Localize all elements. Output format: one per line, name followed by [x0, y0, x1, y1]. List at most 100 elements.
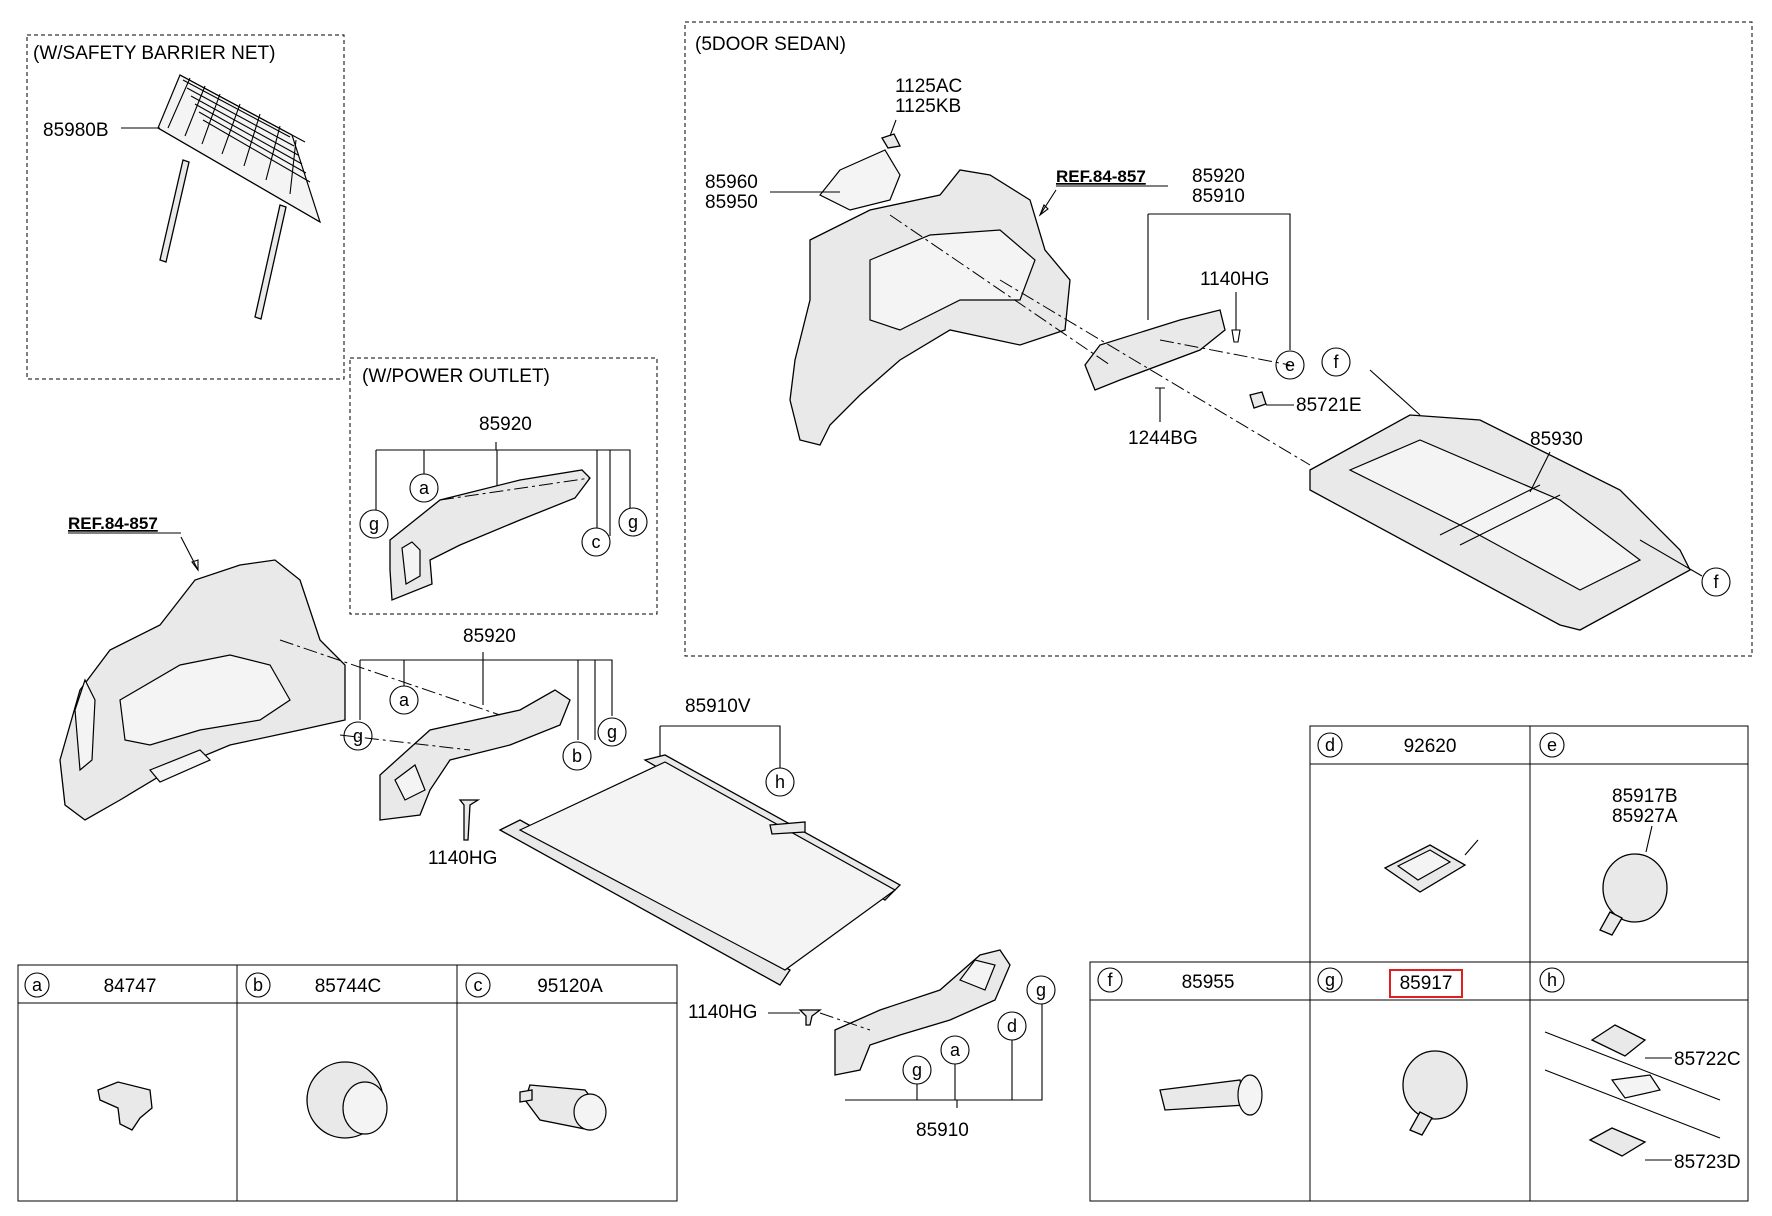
svg-text:f: f	[1713, 572, 1719, 592]
svg-text:d: d	[1007, 1016, 1017, 1036]
net-strap-right	[254, 204, 287, 320]
sedan-frame	[684, 21, 1753, 657]
label-85980B: 85980B	[43, 120, 109, 141]
table-letter-c: c	[474, 975, 483, 995]
table-part-c: 95120A	[537, 976, 603, 997]
highlight-85917-box	[1389, 969, 1463, 998]
callout-sedan-f2	[1701, 567, 1731, 597]
callout-main-g2	[597, 717, 627, 747]
table-e-part1: 85917B	[1612, 786, 1678, 807]
svg-text:g: g	[628, 512, 638, 532]
label-bottom-85910: 85910	[916, 1120, 969, 1141]
main-assembly-group: REF.84-857 85920 a g b g 1140HG 85910V h	[59, 514, 902, 986]
callout-bottom-g2	[1026, 975, 1056, 1005]
table-letter-a: a	[32, 975, 43, 995]
label-sedan-85910: 85910	[1192, 186, 1245, 207]
net-mesh	[167, 77, 311, 195]
callout-sedan-f1	[1321, 347, 1351, 377]
clip-84747-part	[97, 1081, 153, 1131]
table-part-g: 85917	[1400, 973, 1453, 994]
safety-net-caption: (W/SAFETY BARRIER NET)	[33, 43, 275, 64]
label-85960: 85960	[705, 172, 758, 193]
table-cell-a: a 84747	[24, 972, 157, 1131]
bolt-1140HG	[458, 799, 481, 841]
svg-text:h: h	[775, 772, 785, 792]
label-85930: 85930	[1530, 429, 1583, 450]
label-1244BG: 1244BG	[1128, 428, 1198, 449]
svg-text:g: g	[607, 722, 617, 742]
callout-po-g1	[359, 509, 389, 539]
cap-85917-part	[1402, 1050, 1468, 1120]
callout-po-g2	[618, 507, 648, 537]
svg-text:g: g	[1036, 980, 1046, 1000]
main-upper-trim	[379, 689, 571, 821]
callout-po-c	[581, 527, 611, 557]
table-letter-e: e	[1547, 735, 1557, 755]
label-sedan-1140HG: 1140HG	[1200, 269, 1269, 290]
svg-text:a: a	[399, 690, 410, 710]
table-cell-d: d 92620	[1317, 732, 1479, 893]
sedan-upper-trim	[1084, 309, 1226, 391]
table-letter-g: g	[1325, 970, 1335, 990]
table-part-f: 85955	[1182, 972, 1235, 993]
label-85910V: 85910V	[685, 696, 751, 717]
svg-text:b: b	[572, 746, 582, 766]
callout-main-g1	[343, 721, 373, 751]
table-letter-d: d	[1325, 735, 1335, 755]
label-sedan-85920: 85920	[1192, 166, 1245, 187]
table-dh: d 92620 e 85917B 85927A f 85955 g 8591	[1089, 725, 1749, 1202]
pin-85955-part	[1159, 1079, 1246, 1111]
table-h-part1: 85722C	[1674, 1049, 1741, 1070]
power-outlet-caption: (W/POWER OUTLET)	[362, 366, 550, 387]
table-h-part2: 85723D	[1674, 1152, 1741, 1173]
sedan-ref: REF.84-857	[1056, 167, 1146, 186]
label-main-1140HG: 1140HG	[428, 848, 497, 869]
callout-po-a	[409, 473, 439, 503]
sedan-bracket-part	[819, 149, 901, 211]
table-cell-g: g 85917	[1317, 967, 1468, 1136]
bezel-85723D-part	[1588, 1127, 1647, 1157]
table-cell-f: f 85955	[1097, 967, 1263, 1116]
table-abc: a 84747 b 85744C c 95120A	[17, 964, 678, 1202]
label-85721E: 85721E	[1296, 395, 1362, 416]
callout-main-a	[389, 685, 419, 715]
label-main-85920: 85920	[463, 626, 516, 647]
safety-net-group: (W/SAFETY BARRIER NET) 85980B	[26, 34, 345, 380]
svg-text:g: g	[369, 514, 379, 534]
svg-text:g: g	[353, 726, 363, 746]
label-bottom-1140HG: 1140HG	[688, 1002, 757, 1023]
safety-net-frame	[26, 34, 345, 380]
svg-text:a: a	[419, 478, 430, 498]
table-letter-f: f	[1107, 970, 1113, 990]
clip-85721E	[1249, 391, 1267, 409]
table-letter-h: h	[1547, 970, 1557, 990]
sedan-caption: (5DOOR SEDAN)	[695, 34, 846, 55]
table-cell-e: e 85917B 85927A	[1539, 732, 1678, 936]
po-trim-part	[389, 469, 591, 601]
svg-text:g: g	[912, 1060, 922, 1080]
cap-85917B-part	[1602, 853, 1668, 923]
label-85950: 85950	[705, 192, 758, 213]
svg-text:a: a	[950, 1040, 961, 1060]
label-po-85920: 85920	[479, 414, 532, 435]
table-cell-b: b 85744C	[245, 972, 388, 1139]
sedan-group: (5DOOR SEDAN) 1125AC 1125KB 85960 85950 …	[684, 21, 1753, 657]
callout-main-h	[765, 767, 795, 797]
label-1125AC: 1125AC	[895, 76, 962, 97]
power-outlet-group: (W/POWER OUTLET) 85920 a g c g	[349, 357, 658, 615]
callout-main-b	[562, 741, 592, 771]
net-strap-left	[159, 159, 190, 263]
power-outlet-frame	[349, 357, 658, 615]
bezel-85722C-part	[1590, 1024, 1647, 1057]
label-1125KB: 1125KB	[895, 96, 961, 117]
table-part-d: 92620	[1404, 736, 1457, 757]
bolt-lower-1140HG	[798, 1009, 822, 1026]
table-letter-b: b	[253, 975, 263, 995]
left-ref: REF.84-857	[68, 514, 158, 533]
lower-trim-group: 1140HG g d a g 85910	[688, 949, 1056, 1141]
table-part-a: 84747	[104, 976, 157, 997]
svg-text:f: f	[1333, 352, 1339, 372]
table-e-part2: 85927A	[1612, 806, 1678, 827]
